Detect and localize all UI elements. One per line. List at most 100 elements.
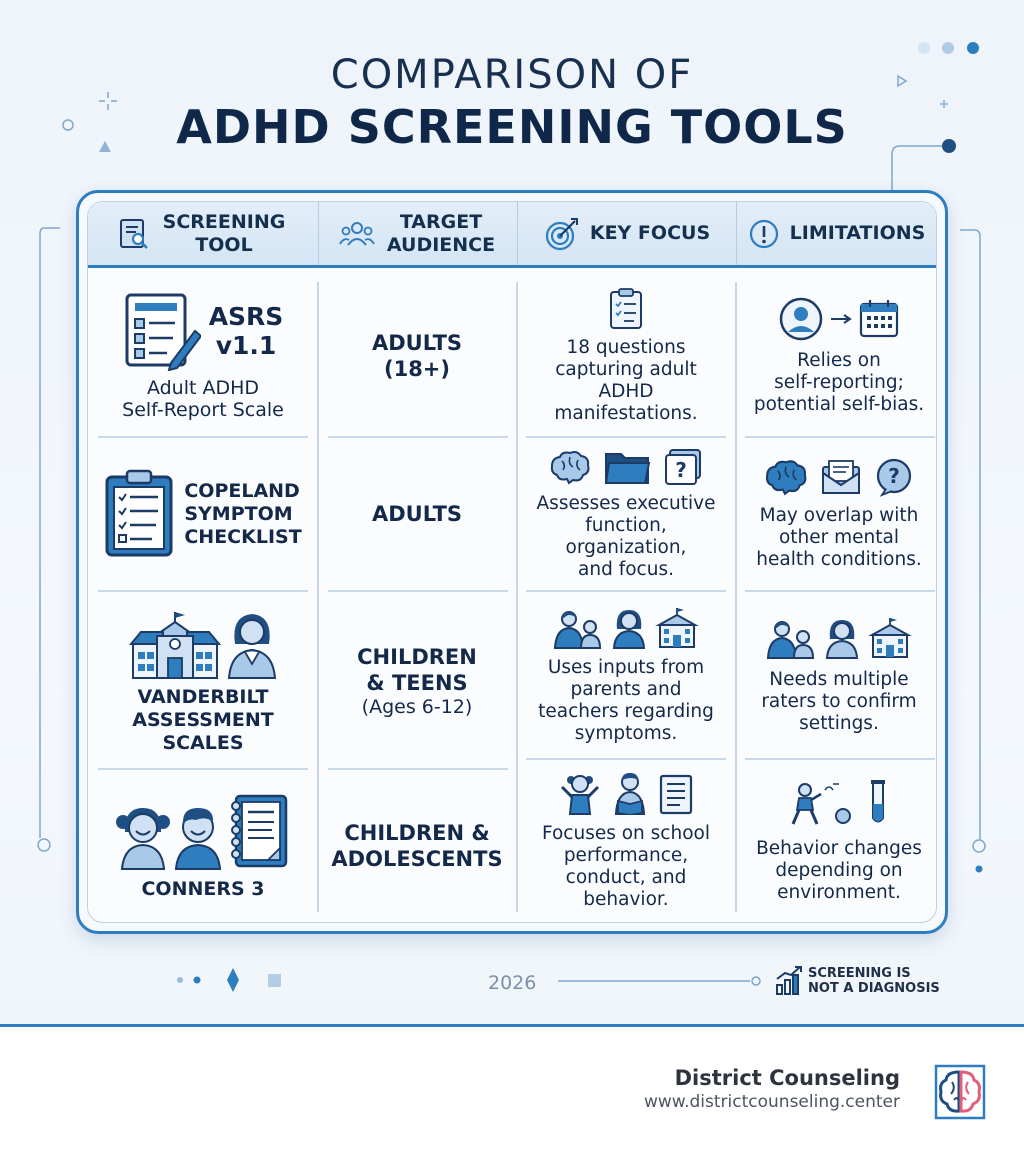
- limits-text: health conditions.: [756, 549, 922, 570]
- focus-text: function,: [585, 515, 667, 536]
- question-circle-icon: ?: [876, 458, 912, 497]
- focus-text: behavior.: [583, 889, 669, 910]
- brand-name: District Counseling: [674, 1066, 900, 1090]
- limits-cell-conners: Behavior changes depending on environmen…: [738, 766, 940, 916]
- header-label: KEY FOCUS: [589, 222, 711, 245]
- audience-text: (18+): [383, 357, 450, 381]
- focus-text: performance,: [563, 845, 689, 866]
- teacher-icon: [612, 610, 646, 649]
- notebook-icon: [231, 794, 288, 867]
- table-header: SCREENING TOOL TARGET AUDIENCE: [88, 202, 936, 268]
- focus-text: Focuses on school: [542, 823, 710, 844]
- row-divider: [526, 590, 726, 592]
- tool-cell-asrs: ASRS v1.1 Adult ADHD Self-Report Scale: [98, 280, 308, 432]
- audience-text: CHILDREN &: [344, 821, 490, 845]
- clipboard-checklist-icon: [105, 469, 173, 557]
- calendar-icon: [859, 300, 899, 338]
- audience-text: ADULTS: [371, 331, 463, 355]
- row-divider: [98, 768, 308, 770]
- document-search-icon: [120, 218, 148, 249]
- title-line-2: ADHD SCREENING TOOLS: [176, 100, 848, 154]
- limits-text: environment.: [777, 882, 901, 903]
- column-divider: [735, 282, 737, 912]
- svg-text:?: ?: [675, 458, 687, 482]
- focus-cell-asrs: 18 questions capturing adult ADHD manife…: [520, 280, 732, 432]
- report-icon: [659, 774, 693, 815]
- focus-text: teachers regarding: [538, 701, 714, 722]
- header-label: TARGET AUDIENCE: [386, 210, 496, 256]
- teacher-icon: [825, 620, 859, 659]
- tool-name: CHECKLIST: [184, 525, 302, 548]
- group-icon: [339, 221, 375, 246]
- audience-age-range: (Ages 6-12): [361, 696, 473, 718]
- focus-text: parents and: [570, 679, 682, 700]
- header-key-focus: KEY FOCUS: [518, 202, 737, 265]
- column-divider: [317, 282, 319, 912]
- tool-name: ASSESSMENT: [132, 708, 274, 731]
- row-divider: [745, 436, 935, 438]
- row-divider: [745, 758, 935, 760]
- limits-text: Relies on: [797, 350, 881, 371]
- tool-cell-conners: CONNERS 3: [98, 776, 308, 916]
- tool-name: VANDERBILT: [137, 685, 269, 708]
- tool-cell-vanderbilt: VANDERBILT ASSESSMENT SCALES: [98, 598, 308, 764]
- audience-text: & TEENS: [366, 671, 468, 695]
- tool-subtitle: Adult ADHD: [146, 377, 260, 399]
- mail-icon: [822, 460, 860, 494]
- row-divider: [526, 436, 726, 438]
- audience-text: CHILDREN: [357, 645, 477, 669]
- comparison-table-card: SCREENING TOOL TARGET AUDIENCE: [76, 190, 948, 934]
- row-divider: [98, 590, 308, 592]
- audience-text: ADULTS: [371, 502, 463, 526]
- brand-url[interactable]: www.districtcounseling.center: [643, 1092, 900, 1112]
- limits-text: raters to confirm: [761, 691, 917, 712]
- title-line-1: COMPARISON OF: [330, 52, 694, 98]
- focus-text: conduct, and: [565, 867, 687, 888]
- limits-text: self-reporting;: [774, 372, 904, 393]
- limits-text: May overlap with: [759, 505, 919, 526]
- teacher-icon: [227, 613, 277, 679]
- limits-text: settings.: [799, 713, 879, 734]
- brain-icon: [765, 460, 807, 496]
- header-limitations: LIMITATIONS: [737, 202, 936, 265]
- folder-icon: [604, 453, 651, 484]
- background-decorations: [37, 42, 986, 992]
- test-tube-icon: [871, 780, 885, 823]
- focus-cell-copeland: ? Assesses executive function, organizat…: [520, 442, 732, 586]
- tool-subtitle: Self-Report Scale: [122, 399, 284, 421]
- brain-icon: [550, 451, 590, 485]
- limits-text: potential self-bias.: [753, 394, 925, 415]
- tool-name: ASRS: [208, 302, 284, 331]
- cheering-child-icon: [560, 775, 600, 815]
- focus-cell-conners: Focuses on school performance, conduct, …: [520, 766, 732, 916]
- question-bubble-icon: ?: [665, 449, 701, 485]
- row-divider: [98, 436, 308, 438]
- user-avatar-icon: [779, 297, 823, 341]
- school-icon: [655, 608, 699, 648]
- footer-band: [0, 1024, 1024, 1154]
- school-icon: [868, 618, 912, 658]
- focus-text: manifestations.: [554, 403, 698, 424]
- row-divider: [526, 758, 726, 760]
- chart-growth-icon: [776, 966, 802, 995]
- limits-text: Behavior changes: [756, 838, 922, 859]
- active-child-icon: [791, 783, 851, 825]
- focus-text: Assesses executive: [536, 493, 716, 514]
- header-label: SCREENING TOOL: [162, 210, 286, 256]
- tool-name: COPELAND: [184, 479, 300, 502]
- focus-text: symptoms.: [574, 723, 678, 744]
- boy-icon: [174, 807, 222, 870]
- disclaimer-note: SCREENING IS NOT A DIAGNOSIS: [808, 966, 940, 996]
- tool-name: SYMPTOM: [184, 502, 293, 525]
- limits-text: Needs multiple: [769, 669, 909, 690]
- disclaimer-line: SCREENING IS: [808, 966, 911, 981]
- header-label: LIMITATIONS: [789, 222, 926, 245]
- limits-cell-vanderbilt: Needs multiple raters to confirm setting…: [738, 598, 940, 754]
- focus-text: 18 questions: [566, 337, 686, 358]
- row-divider: [328, 436, 508, 438]
- focus-text: capturing adult: [555, 359, 697, 380]
- target-icon: [545, 217, 578, 250]
- header-target-audience: TARGET AUDIENCE: [319, 202, 518, 265]
- audience-text: ADOLESCENTS: [331, 847, 503, 871]
- tool-version: v1.1: [215, 331, 277, 360]
